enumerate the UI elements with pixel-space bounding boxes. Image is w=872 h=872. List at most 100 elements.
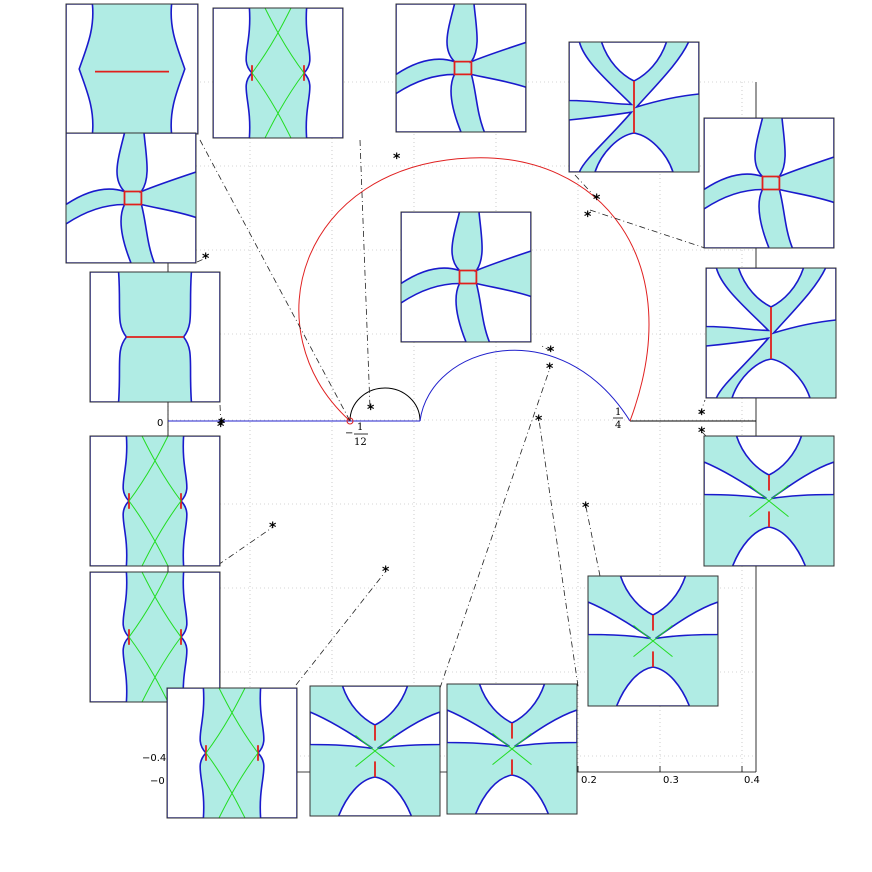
small-black-arc [349,387,421,422]
markers: *************** [202,151,706,580]
inset-left-5-frame [89,571,221,703]
inset-left-4-frame [89,435,221,567]
inset-top-right-1-region [594,132,674,172]
inset-left-4 [89,435,221,567]
zero-label: 0 [157,418,163,429]
marker-1: * [593,192,601,208]
inset-top-3-frame [395,3,527,133]
inset-right-1-cut [761,175,781,191]
inset-top-3 [395,3,527,133]
inset-panels [65,3,837,819]
marker-9: * [535,413,543,429]
inset-top-2-content [213,8,343,138]
leader-6 [539,344,552,352]
inset-left-3-frame [89,271,221,403]
inset-top-right-1-region [569,42,634,106]
inset-bottom-3-content [447,684,577,814]
inset-right-1 [703,117,835,249]
inset-left-4-region [90,436,131,566]
inset-left-3-content [90,272,220,402]
neg-frac-den: 12 [354,437,367,448]
marker-5: * [218,416,226,432]
inset-left-2-frame [65,132,197,264]
inset-bottom-right [587,575,719,707]
inset-left-4-ghost [141,436,182,502]
leader-8 [295,570,387,686]
inset-top-right-1-region [634,42,699,109]
inset-bottom-2-region [337,776,413,816]
marker-12: * [269,520,277,536]
inset-bottom-1-ghost [205,688,246,754]
pos-frac-num: 1 [615,407,621,418]
inset-top-2 [212,7,344,139]
inset-top-left-1 [65,3,199,135]
inset-right-2-region [706,268,771,332]
leader-lines [196,139,708,689]
inset-top-2-ghost [251,8,292,74]
leader-10 [538,419,579,687]
inset-left-4-ghost [128,500,169,566]
inset-center-content [401,212,531,342]
marker-14: * [382,564,390,580]
inset-center-frame [400,211,532,343]
inset-left-5-ghost [141,636,182,702]
inset-bottom-1-ghost [218,688,259,754]
inset-right-3 [703,435,835,567]
inset-bottom-1-content [167,688,297,818]
inset-right-2-region [706,337,771,398]
inset-top-2-ghost [264,8,305,74]
inset-bottom-3-region [474,774,550,814]
inset-bottom-3-region [478,684,546,724]
leader-4 [196,257,207,263]
inset-top-right-1 [568,41,700,173]
inset-bottom-right-frame [587,575,719,707]
inset-right-3-region [735,436,803,476]
leader-13 [699,399,706,415]
inset-bottom-1-ghost [218,752,259,818]
inset-bottom-3 [446,683,578,815]
inset-left-4-ghost [141,500,182,566]
marker-2: * [584,209,592,225]
marker-7: * [547,344,555,360]
inset-top-right-1-content [569,42,699,172]
inset-top-left-1-region [170,4,198,134]
inset-bottom-1-ghost [205,752,246,818]
marker-11: * [698,425,706,441]
inset-bottom-1-frame [166,687,298,819]
inset-center [400,211,532,343]
y-tick-neg-0.4: −0.4 [142,753,166,764]
inset-right-2-region [737,268,805,308]
x-tick-0.4: 0.4 [744,775,760,786]
marker-10: * [698,407,706,423]
inset-bottom-2-frame [309,685,441,817]
inset-left-5-ghost [141,572,182,638]
inset-bottom-1-region [167,688,208,818]
leader-11 [585,506,601,577]
y-tick-neg-0: −0 [150,776,165,787]
inset-center-cut [458,269,478,285]
leader-1 [359,139,371,409]
leader-2 [574,174,598,200]
inset-left-5 [89,571,221,703]
inset-right-2-content [706,268,836,398]
inset-bottom-right-region [615,666,691,706]
inset-top-right-1-region [569,111,634,172]
inset-bottom-right-content [588,576,718,706]
inset-left-2-cut [123,190,143,206]
marker-3: * [202,251,210,267]
inset-right-2-frame [705,267,837,399]
inset-left-2 [65,132,197,264]
inset-right-1-frame [703,117,835,249]
leader-9 [439,367,551,689]
inset-left-4-region [179,436,220,566]
inset-right-3-region [731,526,807,566]
inset-top-left-1-region [66,4,94,134]
marker-6: * [367,402,375,418]
inset-left-3 [89,271,221,403]
neg-sign: − [345,428,353,439]
inset-left-3-region [182,272,220,402]
inset-bottom-2-ghost [355,735,395,767]
marker-0: * [393,151,401,167]
marker-4: * [217,419,225,435]
